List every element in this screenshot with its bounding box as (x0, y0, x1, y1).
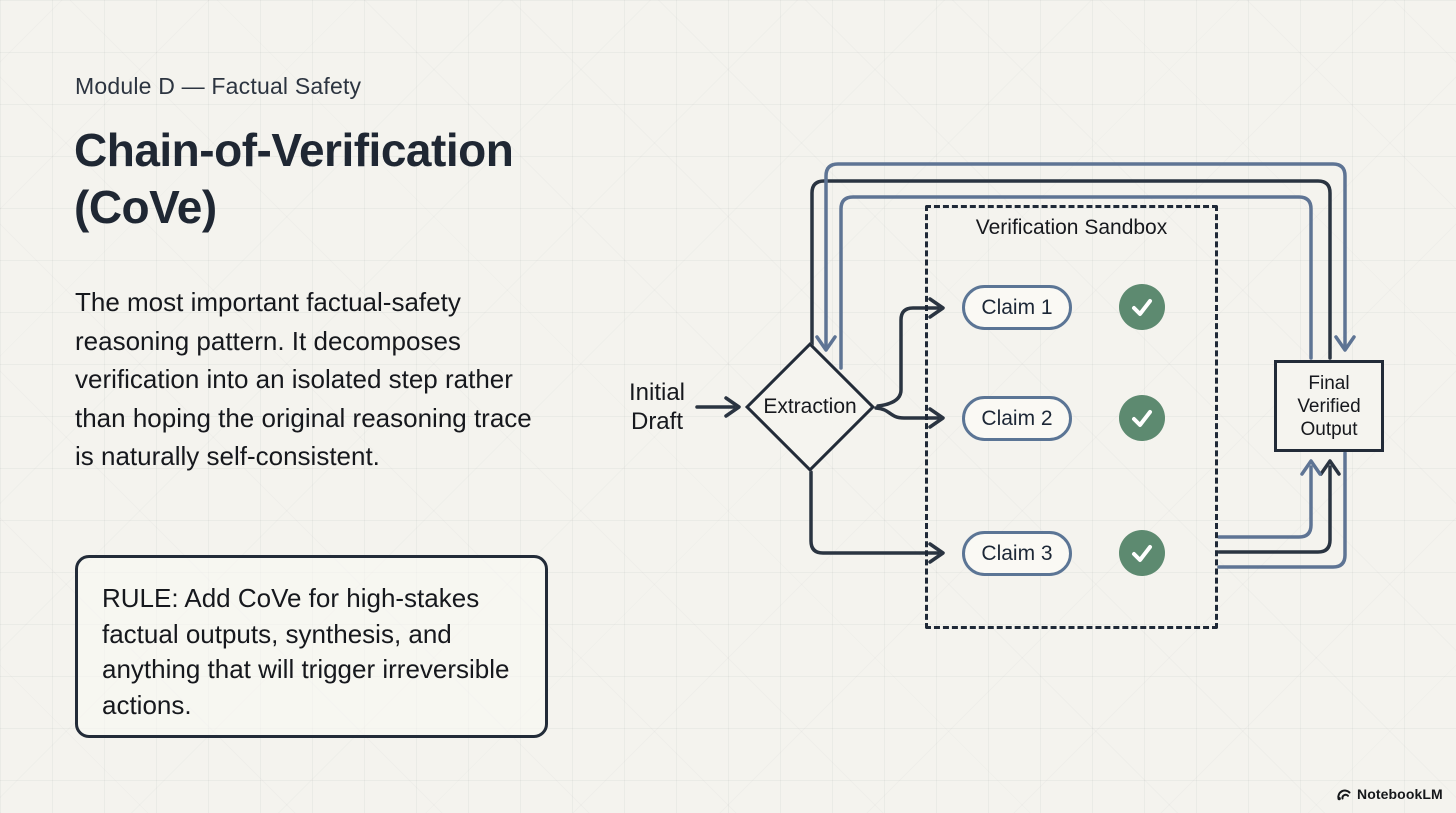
verification-sandbox-title: Verification Sandbox (975, 216, 1168, 239)
initial-draft-label: Initial Draft (628, 379, 686, 435)
arrow-sandbox-to-output-blue1 (1217, 465, 1313, 539)
page-title: Chain-of-Verification (CoVe) (74, 124, 514, 233)
verification-sandbox-box (925, 205, 1218, 629)
notebooklm-wordmark: NotebookLM (1357, 786, 1443, 802)
claim-2-label: Claim 2 (981, 406, 1053, 430)
line-sandbox-to-output-blue2 (1217, 451, 1347, 569)
claim-3-label: Claim 3 (981, 541, 1053, 565)
check-icon (1119, 284, 1165, 330)
notebooklm-icon (1337, 789, 1351, 801)
claim-1-node: Claim 1 (962, 285, 1072, 330)
final-output-label: Final Verified Output (1297, 372, 1361, 440)
notebooklm-logo: NotebookLM (1336, 783, 1451, 805)
claim-3-node: Claim 3 (962, 531, 1072, 576)
rule-text: RULE: Add CoVe for high-stakes factual o… (102, 583, 510, 720)
claim-2-node: Claim 2 (962, 396, 1072, 441)
module-eyebrow: Module D — Factual Safety (75, 73, 362, 99)
arrow-sandbox-to-output-dark (1217, 465, 1332, 554)
extraction-label: Extraction (763, 395, 857, 418)
rule-callout-box: RULE: Add CoVe for high-stakes factual o… (75, 555, 548, 738)
check-icon (1119, 395, 1165, 441)
arrow-extraction-to-claim3 (809, 470, 940, 555)
claim-1-label: Claim 1 (981, 295, 1053, 319)
description-paragraph: The most important factual-safety reason… (75, 287, 532, 471)
final-verified-output-node: Final Verified Output (1274, 360, 1384, 452)
check-icon (1119, 530, 1165, 576)
